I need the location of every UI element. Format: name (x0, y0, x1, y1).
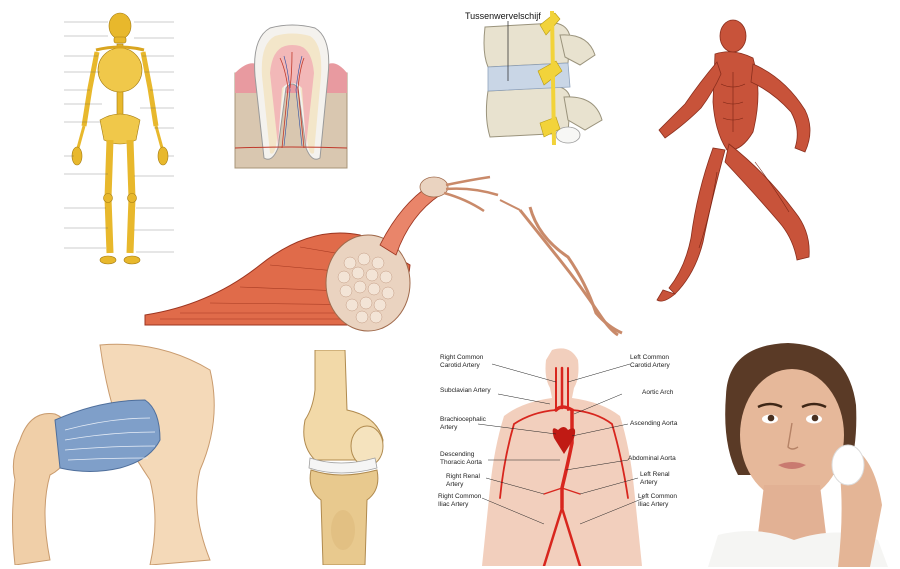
label-brachiocephalic-1: Brachiocephalic (440, 416, 487, 423)
label-right-common-iliac-1: Right Common (438, 493, 482, 500)
muscle-fiber-illustration (144, 175, 623, 337)
label-left-renal-2: Artery (640, 479, 658, 486)
skeleton-diagram (50, 8, 190, 270)
label-right-common-carotid-2: Carotid Artery (440, 362, 480, 369)
spine-vertebrae: Tussenwervelschijf (460, 5, 615, 150)
hip-ligament (10, 340, 225, 565)
hip-ligament-illustration (12, 343, 215, 565)
skeleton-illustration (50, 8, 190, 270)
label-right-common-carotid-1: Right Common (440, 354, 484, 361)
label-descending-thoracic-1: Descending (440, 451, 475, 458)
label-left-common-iliac-2: Iliac Artery (638, 501, 669, 508)
arteries-illustration: Right Common Carotid Artery Subclavian A… (438, 348, 678, 566)
tooth-cross-section (230, 18, 355, 173)
label-descending-thoracic-2: Thoracic Aorta (440, 459, 482, 466)
label-ascending-aorta: Ascending Aorta (630, 420, 678, 427)
label-left-common-carotid-2: Carotid Artery (630, 362, 670, 369)
muscle-runner-illustration (656, 19, 811, 302)
woman-face-illustration (698, 335, 894, 567)
label-right-renal-2: Artery (446, 481, 464, 488)
label-brachiocephalic-2: Artery (440, 424, 458, 431)
label-right-common-iliac-2: Iliac Artery (438, 501, 469, 508)
woman-skincare-photo (698, 335, 894, 567)
tooth-illustration (234, 24, 348, 169)
label-abdominal-aorta: Abdominal Aorta (628, 455, 676, 462)
label-left-common-iliac-1: Left Common (638, 493, 677, 500)
label-left-common-carotid-1: Left Common (630, 354, 669, 361)
label-subclavian: Subclavian Artery (440, 387, 491, 394)
muscle-runner (655, 12, 825, 312)
label-right-renal-1: Right Renal (446, 473, 481, 480)
label-aortic-arch: Aortic Arch (642, 389, 674, 396)
spine-label: Tussenwervelschijf (465, 11, 541, 21)
knee-joint (285, 350, 405, 565)
label-left-renal-1: Left Renal (640, 471, 670, 478)
spine-illustration: Tussenwervelschijf (465, 10, 603, 146)
muscle-fiber-bundle (140, 165, 630, 340)
arterial-system-diagram: Right Common Carotid Artery Subclavian A… (432, 338, 687, 566)
knee-illustration (303, 350, 384, 565)
